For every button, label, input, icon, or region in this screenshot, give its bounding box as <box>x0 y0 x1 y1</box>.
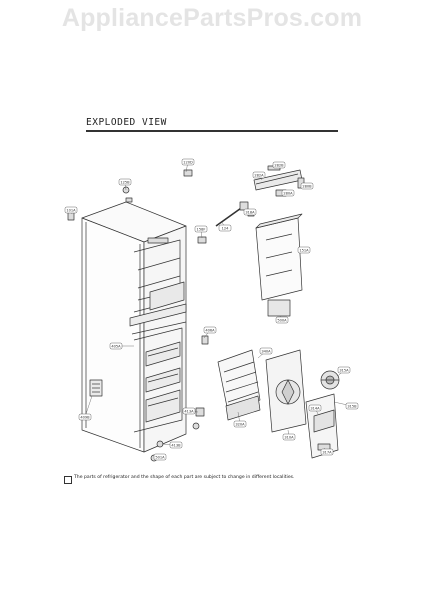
callout-c15: 320A <box>233 411 247 428</box>
callout-tag <box>218 224 232 232</box>
callout-c9: 158F <box>194 225 208 239</box>
callout-tag <box>345 402 359 410</box>
callout-label: 315B <box>347 404 357 408</box>
callout-label: 320A <box>235 422 245 426</box>
title-underline <box>86 130 338 132</box>
callout-c14: 340A <box>257 347 273 359</box>
callout-tag <box>259 347 273 355</box>
callout-label: 340A <box>261 349 271 353</box>
bottom-cover <box>305 393 339 459</box>
callout-label: 500A <box>277 318 287 322</box>
callout-tag <box>118 178 132 186</box>
callout-label: 282B <box>274 163 284 167</box>
note-checkbox-icon <box>64 476 72 484</box>
callout-tag <box>78 413 92 421</box>
callout-c24: 413B <box>161 441 183 449</box>
callout-tag <box>300 182 314 190</box>
callout-tag <box>194 225 208 233</box>
callout-tag <box>181 158 195 166</box>
callout-c19: 314A <box>308 404 322 415</box>
callout-label: 315A <box>339 368 349 372</box>
callout-tag <box>203 326 217 334</box>
callout-c17: 315A <box>337 366 351 377</box>
refrigerator-cabinet <box>81 197 187 453</box>
callout-c7: 280B <box>300 182 314 190</box>
callout-tag <box>182 407 196 415</box>
callout-c3: 101A <box>64 206 78 215</box>
callout-label: 282A <box>254 173 264 177</box>
callout-label: 280A <box>283 191 293 195</box>
callout-tag <box>308 404 322 412</box>
callout-tag <box>243 208 257 216</box>
evaporator-cover-panel <box>255 213 303 317</box>
callout-label: 409B <box>80 415 90 419</box>
callout-c22: 409B <box>78 395 93 421</box>
callout-c18: 315B <box>333 401 359 410</box>
callout-label: 120D <box>183 160 193 164</box>
callout-tag <box>64 206 78 214</box>
callout-label: 501A <box>155 455 165 459</box>
callout-label: 314A <box>310 406 320 410</box>
callout-c12: 500A <box>275 315 289 324</box>
callout-c21: 405A <box>109 342 134 350</box>
callout-c20: 317A <box>320 447 334 456</box>
callout-label: 101A <box>66 208 76 212</box>
diagram-title: EXPLODED VIEW <box>86 117 167 128</box>
callout-c4: 282B <box>272 161 286 169</box>
site-watermark: AppliancePartsPros.com <box>61 4 363 32</box>
callout-tag <box>153 453 167 461</box>
disclaimer-note: The parts of refrigerator and the shape … <box>74 475 295 480</box>
callout-leader-line <box>84 395 93 418</box>
callout-c2: 125B <box>118 178 132 191</box>
callout-c16: 310A <box>282 429 296 441</box>
callout-label: 413A <box>184 409 194 413</box>
callout-label: 405A <box>111 344 121 348</box>
callout-c11: 151A <box>297 246 311 254</box>
callout-tag <box>282 433 296 441</box>
callout-label: 125B <box>120 180 130 184</box>
evaporator-assembly <box>217 349 261 421</box>
control-housing <box>253 165 305 197</box>
callout-label: 406A <box>205 328 215 332</box>
callout-label: 310A <box>284 435 294 439</box>
callout-c6: 280A <box>281 189 295 197</box>
fan-motor <box>320 370 340 390</box>
callout-c10: 124 <box>218 221 232 232</box>
callout-tag <box>337 366 351 374</box>
callout-tag <box>272 161 286 169</box>
callout-tag <box>169 441 183 449</box>
callout-c25: 501A <box>153 453 167 461</box>
top-small-parts <box>67 169 207 244</box>
callout-c1: 120D <box>181 158 195 173</box>
callout-tag <box>320 448 334 456</box>
callout-tag <box>109 342 123 350</box>
callout-label: 124 <box>222 226 230 230</box>
callout-label: 318A <box>245 210 255 214</box>
callout-label: 280B <box>302 184 312 188</box>
callout-tag <box>281 189 295 197</box>
callout-c13: 406A <box>203 326 217 339</box>
callout-label: 151A <box>299 248 309 252</box>
callout-c8: 318A <box>243 208 257 216</box>
callout-label: 317A <box>322 450 332 454</box>
callout-c23: 413A <box>182 407 199 415</box>
callout-tag <box>275 316 289 324</box>
callout-label: 413B <box>171 443 181 447</box>
callout-c5: 282A <box>252 171 266 181</box>
callout-tag <box>252 171 266 179</box>
callout-tag <box>233 420 247 428</box>
callout-tag <box>297 246 311 254</box>
fan-shroud <box>265 349 307 433</box>
callout-label: 158F <box>197 227 206 231</box>
